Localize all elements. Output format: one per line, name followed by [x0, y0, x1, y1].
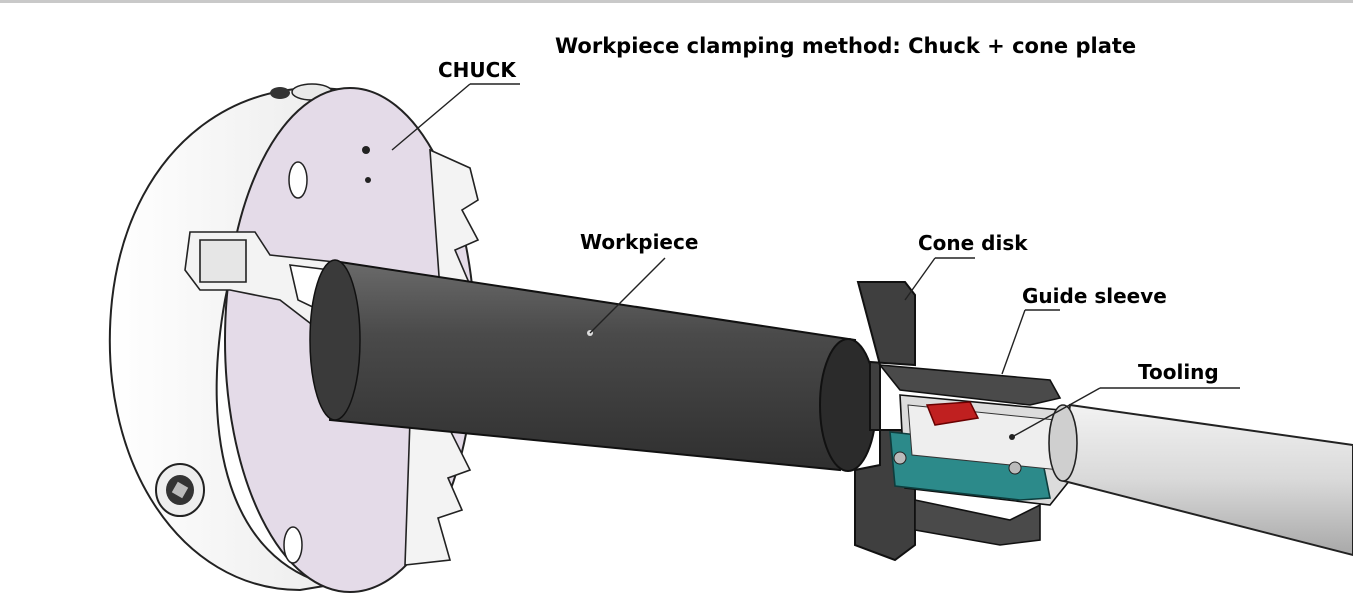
label-tooling: Tooling	[1138, 360, 1219, 384]
cone-disk	[854, 257, 1062, 562]
guide-sleeve	[889, 309, 1071, 506]
tooling-rod	[1009, 387, 1353, 557]
tooling-leader-line	[1011, 387, 1101, 438]
top-border	[0, 0, 1353, 3]
label-cone-disk: Cone disk	[918, 231, 1028, 255]
cone-disk-leader-line	[904, 257, 936, 301]
chuck-leader-line	[391, 83, 471, 151]
diagram-title: Workpiece clamping method: Chuck + cone …	[555, 34, 1137, 58]
workpiece	[309, 83, 877, 472]
chuck-jaws	[184, 148, 480, 566]
tooling-insert	[925, 401, 980, 426]
label-workpiece: Workpiece	[580, 230, 699, 254]
label-chuck: CHUCK	[438, 58, 516, 82]
chuck-screw	[155, 463, 205, 517]
label-guide-sleeve: Guide sleeve	[1022, 284, 1167, 308]
guide-sleeve-leader-line	[1001, 309, 1026, 375]
workpiece-leader-line	[589, 257, 666, 334]
